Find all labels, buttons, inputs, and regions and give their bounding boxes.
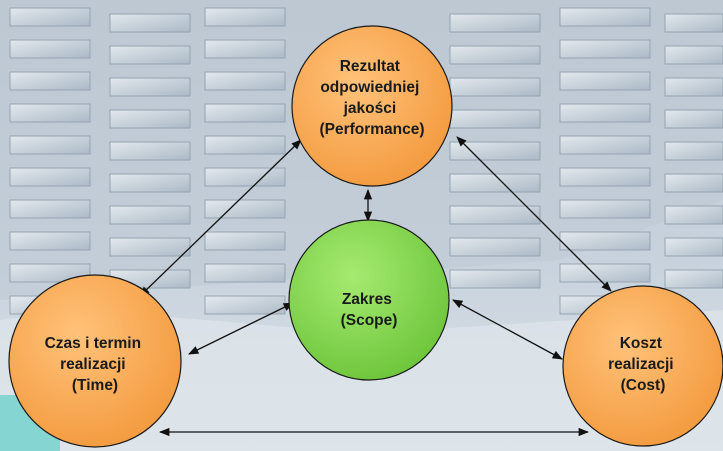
arrow-scope-cost	[452, 299, 563, 360]
window-pane	[204, 103, 286, 123]
window-pane	[664, 45, 723, 65]
relationship-arrows	[139, 136, 612, 437]
window-pane	[664, 205, 723, 225]
window-pane	[109, 13, 191, 33]
window-pane	[664, 173, 723, 193]
node-scope: Zakres (Scope)	[288, 219, 450, 381]
window-pane	[664, 237, 723, 257]
window-pane	[559, 39, 651, 59]
window-pane	[664, 13, 723, 33]
window-pane	[204, 39, 286, 59]
arrow-performance-time	[139, 139, 302, 297]
window-pane	[559, 167, 651, 187]
node-time: Czas i termin realizacji (Time)	[8, 274, 182, 448]
window-pane	[449, 269, 541, 289]
window-pane	[204, 135, 286, 155]
node-performance: Rezultat odpowiedniej jakości (Performan…	[291, 25, 453, 187]
window-pane	[109, 205, 191, 225]
window-pane	[9, 135, 91, 155]
window-pane	[664, 141, 723, 161]
window-pane	[449, 77, 541, 97]
window-pane	[449, 237, 541, 257]
window-pane	[9, 7, 91, 27]
window-pane	[204, 231, 286, 251]
window-pane	[204, 263, 286, 283]
node-cost: Koszt realizacji (Cost)	[562, 285, 723, 447]
window-pane	[449, 109, 541, 129]
window-pane	[559, 199, 651, 219]
node-performance-label: Rezultat odpowiedniej jakości (Performan…	[319, 58, 424, 138]
window-pane	[559, 135, 651, 155]
node-time-label: Czas i termin realizacji (Time)	[45, 335, 146, 394]
window-pane	[559, 231, 651, 251]
window-pane	[109, 109, 191, 129]
window-pane	[559, 71, 651, 91]
window-pane	[449, 205, 541, 225]
window-pane	[9, 39, 91, 59]
window-pane	[559, 7, 651, 27]
window-pane	[559, 103, 651, 123]
window-pane	[204, 167, 286, 187]
node-cost-label: Koszt realizacji (Cost)	[608, 335, 678, 394]
window-pane	[9, 263, 91, 283]
window-pane	[109, 173, 191, 193]
window-pane	[9, 199, 91, 219]
window-pane	[109, 77, 191, 97]
window-pane	[9, 71, 91, 91]
arrow-performance-cost	[456, 136, 612, 292]
window-pane	[204, 7, 286, 27]
window-pane	[449, 45, 541, 65]
window-pane	[664, 109, 723, 129]
window-pane	[449, 141, 541, 161]
node-scope-label: Zakres (Scope)	[341, 291, 398, 329]
window-pane	[9, 103, 91, 123]
window-pane	[109, 45, 191, 65]
window-pane	[9, 231, 91, 251]
window-pane	[109, 141, 191, 161]
window-pane	[449, 13, 541, 33]
window-pane	[559, 263, 651, 283]
window-pane	[204, 295, 286, 315]
window-pane	[9, 167, 91, 187]
arrow-scope-time	[188, 302, 294, 355]
window-pane	[449, 173, 541, 193]
window-pane	[109, 237, 191, 257]
window-pane	[204, 199, 286, 219]
window-pane	[664, 269, 723, 289]
window-pane	[204, 71, 286, 91]
window-pane	[664, 77, 723, 97]
